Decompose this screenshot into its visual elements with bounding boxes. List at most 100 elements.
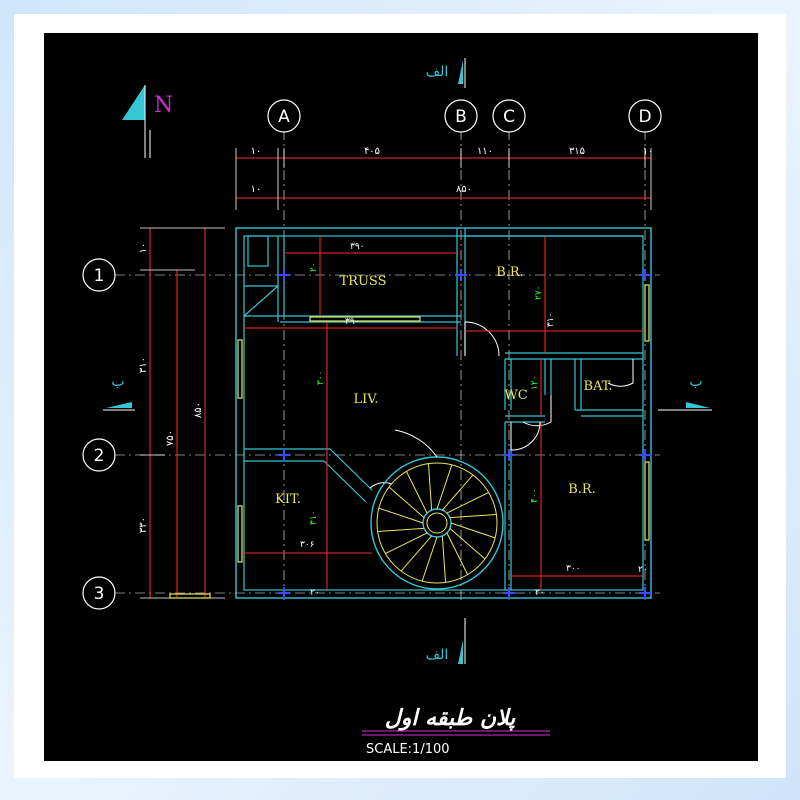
door-bat: [607, 359, 634, 387]
room-label-liv: LIV.: [353, 392, 378, 407]
dim-br-top-height: ۲۷۰: [534, 285, 544, 300]
grid-label-1: 1: [94, 266, 105, 286]
window-right-2: [644, 461, 650, 541]
dim-top-3: ۱۱۰: [477, 146, 493, 157]
stair-tread: [449, 513, 497, 519]
grid-label-a: A: [278, 107, 290, 127]
grid-bubble-b-circle: [444, 99, 478, 133]
section-cut-top: الف: [426, 58, 466, 88]
window-left-1: [237, 339, 243, 399]
wall-kit-diag-1: [329, 448, 373, 491]
column-d2: [639, 449, 651, 461]
room-labels: TRUSS B.R. LIV. WC BAT. KIT. B.R.: [275, 265, 612, 507]
windows: [169, 284, 650, 599]
room-label-truss: TRUSS: [340, 274, 387, 289]
grid-bubble-2: 2: [82, 438, 116, 472]
dim-left-mid: ۷۵۰: [165, 430, 176, 446]
window-right-1: [644, 284, 650, 342]
truss-box: [247, 235, 269, 267]
dim-top-2: ۴۰۵: [364, 146, 380, 157]
dim-left-2: ۳۱۰: [138, 357, 149, 373]
stair-tread: [378, 507, 424, 524]
column-a3: [278, 587, 290, 599]
left-dimensions: ۱۰ ۳۱۰ ۳۳۰ ۷۵۰ ۸۵۰: [138, 227, 225, 599]
grid-bubble-c: C: [492, 99, 526, 133]
dim-kit-height: ۳۱۰: [309, 510, 319, 525]
doors: [369, 321, 634, 489]
door-br-bottom: [510, 421, 541, 451]
column-a2: [278, 449, 290, 461]
grid-label-d: D: [638, 107, 651, 127]
door-br-top: [464, 321, 500, 357]
north-arrow: N: [122, 85, 173, 158]
grid-bubble-1: 1: [82, 258, 116, 292]
grid-bubble-d: D: [628, 99, 662, 133]
column-d1: [639, 269, 651, 281]
section-cut-left: ب: [103, 374, 135, 411]
dim-left-1: ۱۰: [138, 243, 149, 254]
wall-truss-diag: [243, 285, 279, 317]
drawing-title: پلان طبقه اول: [385, 706, 516, 731]
window-truss: [309, 316, 421, 322]
spiral-stair: [370, 429, 504, 590]
grid-bubble-1-circle: [82, 258, 116, 292]
door-kit: [369, 482, 393, 489]
stair-tread: [400, 535, 433, 572]
section-arrow-right-icon: [686, 402, 710, 408]
title-block: پلان طبقه اول SCALE:1/100: [362, 706, 550, 757]
column-c2: [503, 449, 515, 461]
dim-br-bottom-height: ۴۰۰: [530, 488, 540, 503]
section-label-left: ب: [111, 374, 124, 390]
interior-dimensions: ۳۹۰ ۲۰ ۳۹۰ ۲۷۰ ۳۱۰ ۳۰۰ ۱۲۰ ۳۰۶ ۳۱۰ ۴۰۰ ۳…: [244, 236, 648, 598]
stair-landing-arc: [394, 429, 438, 458]
stair-tread: [388, 486, 425, 519]
grid-bubble-c-circle: [492, 99, 526, 133]
dim-top-row2-2: ۸۵۰: [456, 184, 472, 195]
drawing-scale: SCALE:1/100: [366, 742, 450, 757]
column-b1: [455, 269, 467, 281]
dim-top-4: ۳۱۵: [569, 146, 585, 157]
room-label-br-bottom: B.R.: [568, 482, 596, 497]
dim-br-top-width: ۳۱۰: [546, 312, 556, 327]
outer-wall-outline: [235, 227, 652, 599]
north-arrow-icon: [122, 85, 145, 120]
stair-tread: [436, 464, 453, 510]
section-label-bottom: الف: [426, 647, 449, 663]
column-a1: [278, 269, 290, 281]
dim-truss-bottom: ۳۹۰: [345, 317, 360, 327]
dim-left-outer: ۸۵۰: [193, 402, 204, 418]
stair-tread: [427, 463, 433, 511]
stair-tread: [441, 535, 447, 583]
dim-kit-width: ۳۰۶: [300, 540, 315, 550]
grid-lines: [115, 130, 660, 600]
stair-outer-2: [376, 462, 498, 584]
stair-outer: [370, 456, 504, 590]
stair-tread: [450, 522, 496, 539]
section-arrow-left-icon: [106, 402, 132, 408]
grid-bubble-2-circle: [82, 438, 116, 472]
grid-label-3: 3: [94, 584, 105, 604]
stair-tread: [446, 532, 469, 575]
grid-bubble-3: 3: [82, 576, 116, 610]
grid-bubble-a: A: [267, 99, 301, 133]
section-cut-right: ب: [658, 374, 712, 411]
outer-walls: [235, 227, 652, 599]
grid-label-b: B: [455, 107, 467, 127]
room-label-br-top: B.R.: [496, 265, 524, 280]
dim-wall-small-3: ۲۰: [638, 565, 648, 575]
dim-top-1: ۱۰: [251, 146, 262, 157]
dim-wall-small-2: ۲۰: [535, 588, 545, 598]
door-wc: [522, 395, 552, 427]
grid-bubble-b: B: [444, 99, 478, 133]
dim-liv-height: ۳۰۰: [316, 370, 326, 385]
wall-kit-diag-2: [323, 460, 367, 503]
dim-truss-height: ۲۰: [309, 262, 319, 272]
dim-left-3: ۳۳۰: [138, 517, 149, 533]
floor-plan-svg: N A B C D 1 2 3: [82, 58, 712, 757]
dim-truss-width: ۳۹۰: [350, 242, 365, 252]
drawing-canvas: N A B C D 1 2 3: [44, 33, 758, 761]
outer-wall-inner: [243, 235, 644, 591]
stair-tread: [377, 527, 425, 533]
grid-label-2: 2: [94, 446, 105, 466]
window-left-2: [237, 505, 243, 563]
